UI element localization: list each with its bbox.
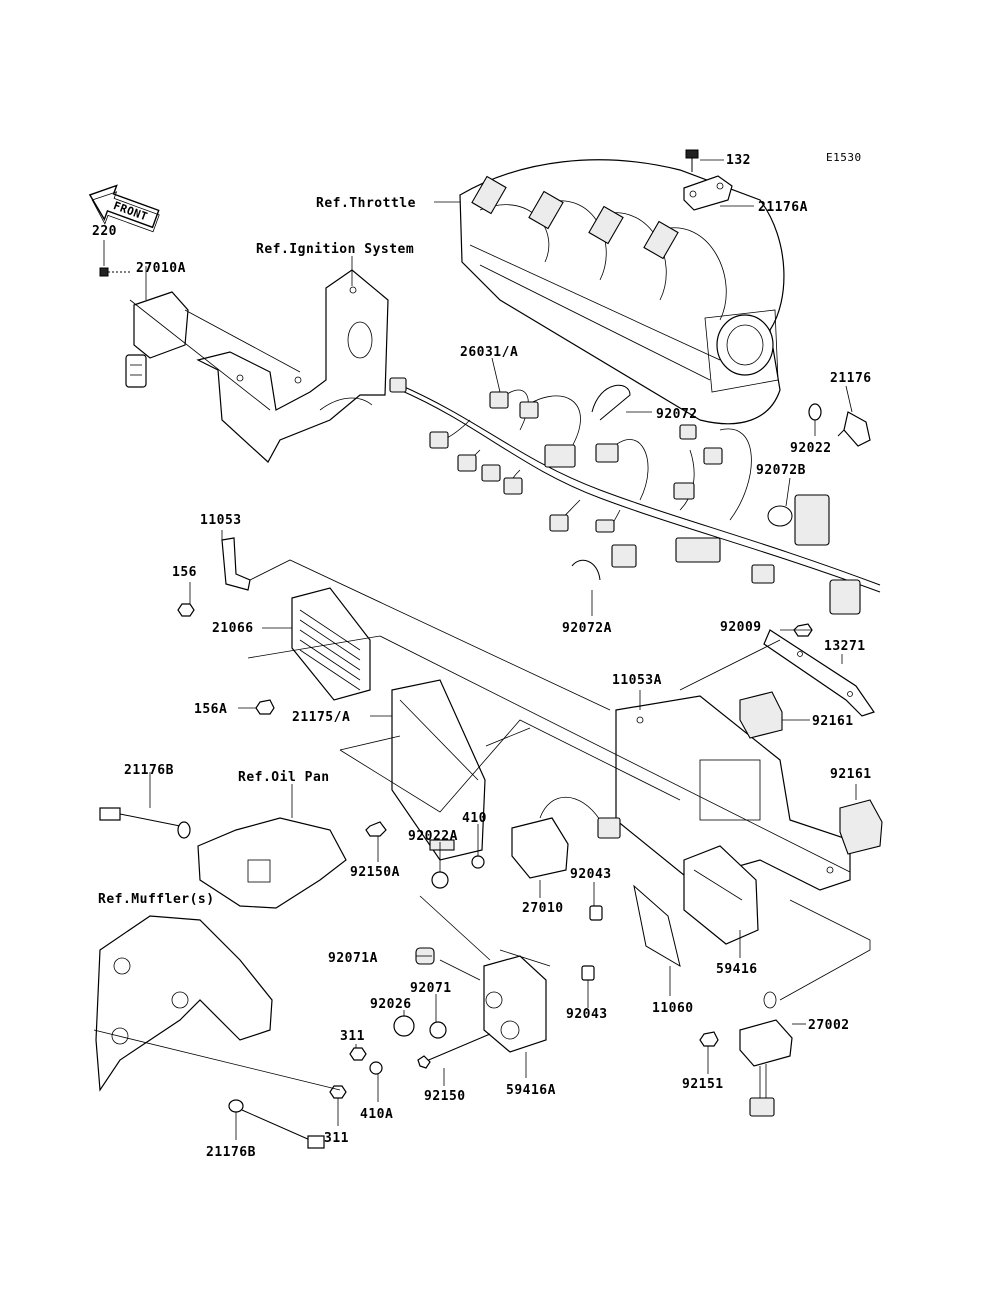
washer-410 xyxy=(471,855,485,869)
sensor-21176B-upper xyxy=(99,807,191,839)
part-label: 92071A xyxy=(328,951,378,966)
part-label: 92043 xyxy=(566,1007,608,1022)
part-label: 21066 xyxy=(212,621,254,636)
bolt-156 xyxy=(177,603,195,617)
relay-27010A xyxy=(125,291,189,388)
part-label: 92009 xyxy=(720,620,762,635)
ref-muffler-label: Ref.Muffler(s) xyxy=(98,892,215,907)
bolt-92150 xyxy=(417,1033,491,1069)
bolt-132 xyxy=(685,149,699,172)
part-label: 132 xyxy=(726,153,751,168)
unit-27002 xyxy=(739,991,793,1117)
part-label: 21175/A xyxy=(292,710,350,725)
part-label: 92043 xyxy=(570,867,612,882)
washer-92022A xyxy=(431,871,449,889)
ref-ignition-label: Ref.Ignition System xyxy=(256,242,414,257)
part-label: 59416 xyxy=(716,962,758,977)
part-label: 92150 xyxy=(424,1089,466,1104)
sensor-21176B-lower xyxy=(228,1099,325,1149)
part-label: 156A xyxy=(194,702,227,717)
wiring-harness xyxy=(399,384,881,593)
part-label: 92072B xyxy=(756,463,806,478)
ecu-21175 xyxy=(391,679,486,861)
part-label: 156 xyxy=(172,565,197,580)
part-label: 13271 xyxy=(824,639,866,654)
throttle-body xyxy=(459,159,785,425)
part-label: 311 xyxy=(340,1029,365,1044)
part-label: 27002 xyxy=(808,1018,850,1033)
collar-92043-b xyxy=(581,965,595,981)
part-label: 92161 xyxy=(830,767,872,782)
bolt-156A xyxy=(255,699,275,715)
gasket-11060 xyxy=(633,884,681,968)
grommet-92071 xyxy=(429,1021,447,1039)
part-label: 410 xyxy=(462,811,487,826)
part-label: 11053A xyxy=(612,673,662,688)
part-label: 92150A xyxy=(350,865,400,880)
band-92072 xyxy=(591,384,631,421)
rubber-92161-a xyxy=(739,691,783,739)
part-label: 21176 xyxy=(830,371,872,386)
part-label: 26031/A xyxy=(460,345,518,360)
relay-27010 xyxy=(511,796,621,879)
part-label: 21176A xyxy=(758,200,808,215)
part-label: 410A xyxy=(360,1107,393,1122)
bracket-11053 xyxy=(221,537,251,591)
ignition-bracket xyxy=(196,269,389,463)
part-label: 92022A xyxy=(408,829,458,844)
part-label: 92022 xyxy=(790,441,832,456)
assembly-lines xyxy=(93,299,871,1091)
ref-oil-pan-label: Ref.Oil Pan xyxy=(238,770,330,785)
ref-throttle-label: Ref.Throttle xyxy=(316,196,416,211)
part-label: 92161 xyxy=(812,714,854,729)
sensor-21176 xyxy=(837,411,871,447)
leader-lines xyxy=(103,159,857,1140)
part-label: 11053 xyxy=(200,513,242,528)
washer-92022 xyxy=(808,403,822,421)
band-92072A xyxy=(571,559,601,581)
bolt-92151 xyxy=(699,1031,719,1047)
part-label: 311 xyxy=(324,1131,349,1146)
part-label: 92072A xyxy=(562,621,612,636)
bolt-92150A xyxy=(365,821,387,837)
collar-92043-a xyxy=(589,905,603,921)
band-92072B xyxy=(767,505,793,527)
bolt-220 xyxy=(99,267,130,277)
harness-connectors xyxy=(389,377,861,615)
part-label: 59416A xyxy=(506,1083,556,1098)
muffler-ref xyxy=(95,915,273,1092)
part-label: 92071 xyxy=(410,981,452,996)
part-label: 21176B xyxy=(124,763,174,778)
spacer-92026 xyxy=(393,1015,415,1037)
part-label: 92072 xyxy=(656,407,698,422)
rubber-92161-b xyxy=(839,799,883,855)
diagram-code: E1530 xyxy=(826,151,862,164)
part-label: 21176B xyxy=(206,1145,256,1160)
part-label: 11060 xyxy=(652,1001,694,1016)
housing-59416A xyxy=(483,955,547,1053)
part-label: 27010A xyxy=(136,261,186,276)
part-label: 92151 xyxy=(682,1077,724,1092)
nut-311-a xyxy=(349,1047,367,1061)
part-label: 27010 xyxy=(522,901,564,916)
oil-pan-ref xyxy=(197,817,347,909)
part-label: 220 xyxy=(92,224,117,239)
sensor-21176A xyxy=(683,175,733,211)
plate-11053A xyxy=(615,695,851,891)
cover-59416 xyxy=(683,845,759,945)
nut-311-b xyxy=(329,1085,347,1099)
washer-410A xyxy=(369,1061,383,1075)
part-label: 92026 xyxy=(370,997,412,1012)
plate-13271 xyxy=(763,629,875,717)
